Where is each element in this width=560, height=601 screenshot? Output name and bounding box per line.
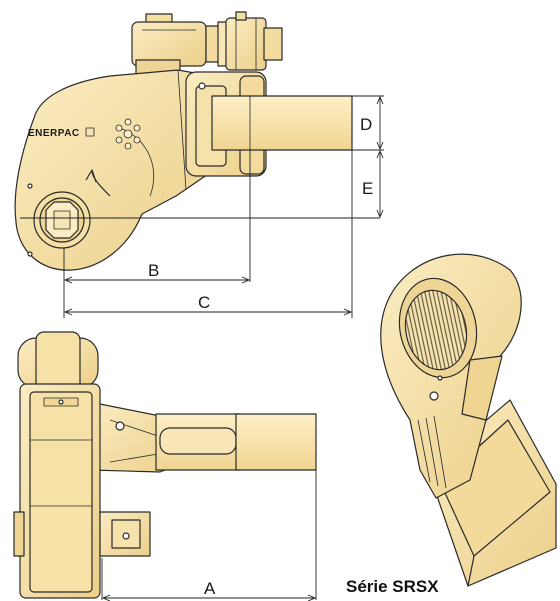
top-view: ENERPAC bbox=[14, 11, 353, 271]
dimension-label-c: C bbox=[198, 293, 210, 312]
brand-mark-icon bbox=[85, 127, 95, 137]
side-view bbox=[13, 331, 317, 599]
dimension-label-a: A bbox=[204, 579, 216, 598]
series-caption: Série SRSX bbox=[346, 577, 439, 596]
square-drive bbox=[33, 191, 91, 249]
dimension-lines-side bbox=[101, 470, 317, 601]
reaction-arm-top bbox=[185, 71, 353, 177]
port-cluster bbox=[115, 118, 141, 150]
dimension-label-b: B bbox=[148, 261, 159, 280]
dimension-label-e: E bbox=[362, 179, 373, 198]
brand-logo-text: ENERPAC bbox=[28, 128, 80, 139]
dimension-lines-top bbox=[20, 95, 384, 318]
dimension-label-d: D bbox=[360, 115, 372, 134]
rotation-arrow-icon bbox=[91, 171, 111, 197]
hose-swivel-coupler bbox=[131, 11, 283, 79]
isometric-view bbox=[380, 253, 557, 587]
